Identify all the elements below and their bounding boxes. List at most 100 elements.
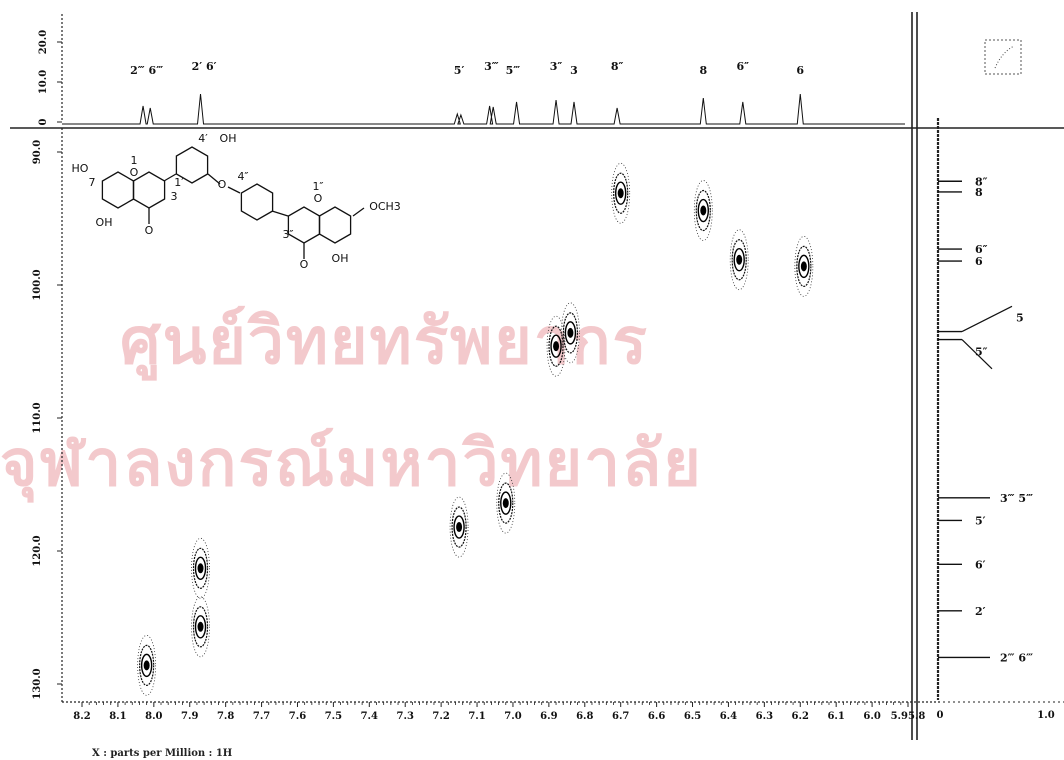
proton-label: 5′: [454, 64, 465, 77]
cross-peak-outer-contour: [794, 235, 814, 297]
x-axis-tick-label: 7.8: [217, 711, 234, 722]
cross-peak-contour: [192, 547, 209, 589]
cross-peak-outer-contour: [496, 472, 516, 534]
bond: [163, 173, 177, 182]
ether-oxygen-label: O: [218, 178, 227, 191]
cross-peak-outer-contour: [137, 634, 157, 696]
cross-peak: [729, 229, 749, 291]
carbon-label: 5: [1016, 312, 1024, 325]
top-axis-tick-label: 20.0: [38, 30, 49, 54]
carbon-label: 2′: [975, 605, 986, 618]
x-axis-tick-label: 6.6: [648, 711, 665, 722]
cross-peak-contour: [731, 239, 747, 281]
cross-peak-inner-contour: [798, 254, 810, 279]
oh-label: OH: [332, 252, 349, 265]
cross-peak-contour: [695, 189, 711, 232]
position-4pp-label: 4″: [237, 170, 248, 183]
position-1p-label: 1′: [174, 176, 184, 189]
x-axis-tick-label: 6.1: [827, 711, 844, 722]
proton-label: 6″: [737, 60, 750, 73]
x-axis-tick-label: 5.95.8: [891, 711, 926, 722]
proton-label: 2‴ 6‴: [130, 64, 163, 77]
proton-label: 5‴: [506, 64, 521, 77]
cross-peak-core: [736, 254, 743, 265]
x-axis-label: X : parts per Million : 1H: [92, 748, 233, 759]
cross-peak-contour: [139, 644, 155, 686]
cross-peak-inner-contour: [733, 248, 745, 272]
x-axis-tick-label: 8.1: [109, 711, 126, 722]
carbonyl-oxygen-label: O: [145, 224, 154, 237]
cross-peak-core: [456, 522, 463, 533]
x-axis-tick-label: 6.4: [720, 711, 737, 722]
x-axis-tick-label: 6.3: [756, 711, 773, 722]
position-4p-label: 4′: [198, 132, 208, 145]
carbon-label: 8: [975, 186, 983, 199]
cross-peak-inner-contour: [614, 181, 627, 205]
top-axis-tick-label: 10.0: [38, 70, 49, 94]
bond: [207, 173, 221, 185]
y-axis-tick-label: 90.0: [32, 140, 43, 164]
cross-peak-inner-contour: [697, 198, 709, 223]
cross-peak: [546, 315, 566, 377]
cross-peak-outer-contour: [693, 180, 713, 241]
cross-peak-inner-contour: [453, 515, 465, 539]
proton-projection-trace: [62, 93, 905, 125]
proton-label: 3‴: [484, 60, 499, 73]
top-axis-tick-label: 0: [38, 118, 49, 125]
cross-peak: [611, 162, 631, 224]
carbon-label: 5′: [975, 514, 986, 527]
x-axis-tick-label: 8.0: [145, 711, 162, 722]
cross-peak-contour: [548, 325, 564, 367]
cross-peak-outer-contour: [611, 162, 631, 224]
bond: [352, 207, 365, 217]
cross-peak-core: [617, 188, 624, 199]
x-axis-tick-label: 7.7: [253, 711, 270, 722]
ring-ap: [318, 206, 352, 244]
carbon-label: 8″: [975, 175, 988, 188]
cross-peak-core: [502, 498, 509, 509]
x-axis-tick-label: 7.5: [325, 711, 342, 722]
cross-peak-contour: [192, 606, 209, 648]
proton-label: 3: [570, 64, 578, 77]
x-axis-tick-label: 8.2: [73, 711, 90, 722]
cross-peak: [191, 537, 210, 599]
position-1pp-label: 1″: [312, 180, 323, 193]
cross-peak-contour: [613, 172, 629, 214]
x-axis-tick-label: 6.8: [576, 711, 593, 722]
cross-peak-inner-contour: [550, 334, 562, 358]
carbon-label: 6″: [975, 243, 988, 256]
x-axis-tick-label: 6.0: [863, 711, 880, 722]
x-axis-tick-label: 7.4: [361, 711, 378, 722]
y-axis-tick-label: 120.0: [32, 535, 43, 566]
cross-peaks: [137, 162, 814, 696]
cross-peak: [561, 302, 580, 364]
cross-peak: [693, 180, 713, 241]
cross-peak-core: [553, 341, 560, 352]
x-axis-tick-label: 7.3: [397, 711, 414, 722]
watermark-line-2: จุฬาลงกรณ์มหาวิทยาลัย: [0, 427, 703, 501]
y-axis-tick-label: 130.0: [32, 668, 43, 699]
cross-peak-contour: [451, 506, 467, 548]
carbon-label: 2‴ 6‴: [1000, 651, 1033, 664]
x-axis-tick-label: 7.0: [504, 711, 521, 722]
position-1-label: 1: [131, 154, 138, 167]
carbon-label: 6: [975, 255, 983, 268]
carbon-label: 5″: [975, 346, 988, 359]
x-axis-tick-label: 7.1: [468, 711, 485, 722]
ring-bp: [240, 183, 274, 221]
cross-peak: [191, 596, 210, 658]
proton-label: 8″: [611, 60, 624, 73]
proton-label: 6: [796, 64, 804, 77]
proton-label: 2′ 6′: [192, 60, 217, 73]
x-axis-tick-label: 6.2: [792, 711, 809, 722]
cross-peak-outer-contour: [449, 496, 469, 558]
y-axis-tick-label: 110.0: [32, 402, 43, 433]
cross-peak-inner-contour: [194, 615, 207, 639]
carbon-label-leader: [961, 305, 1013, 333]
cross-peak-outer-contour: [729, 229, 749, 291]
carbon-label: 6′: [975, 558, 986, 571]
cross-peak-contour: [498, 482, 514, 524]
